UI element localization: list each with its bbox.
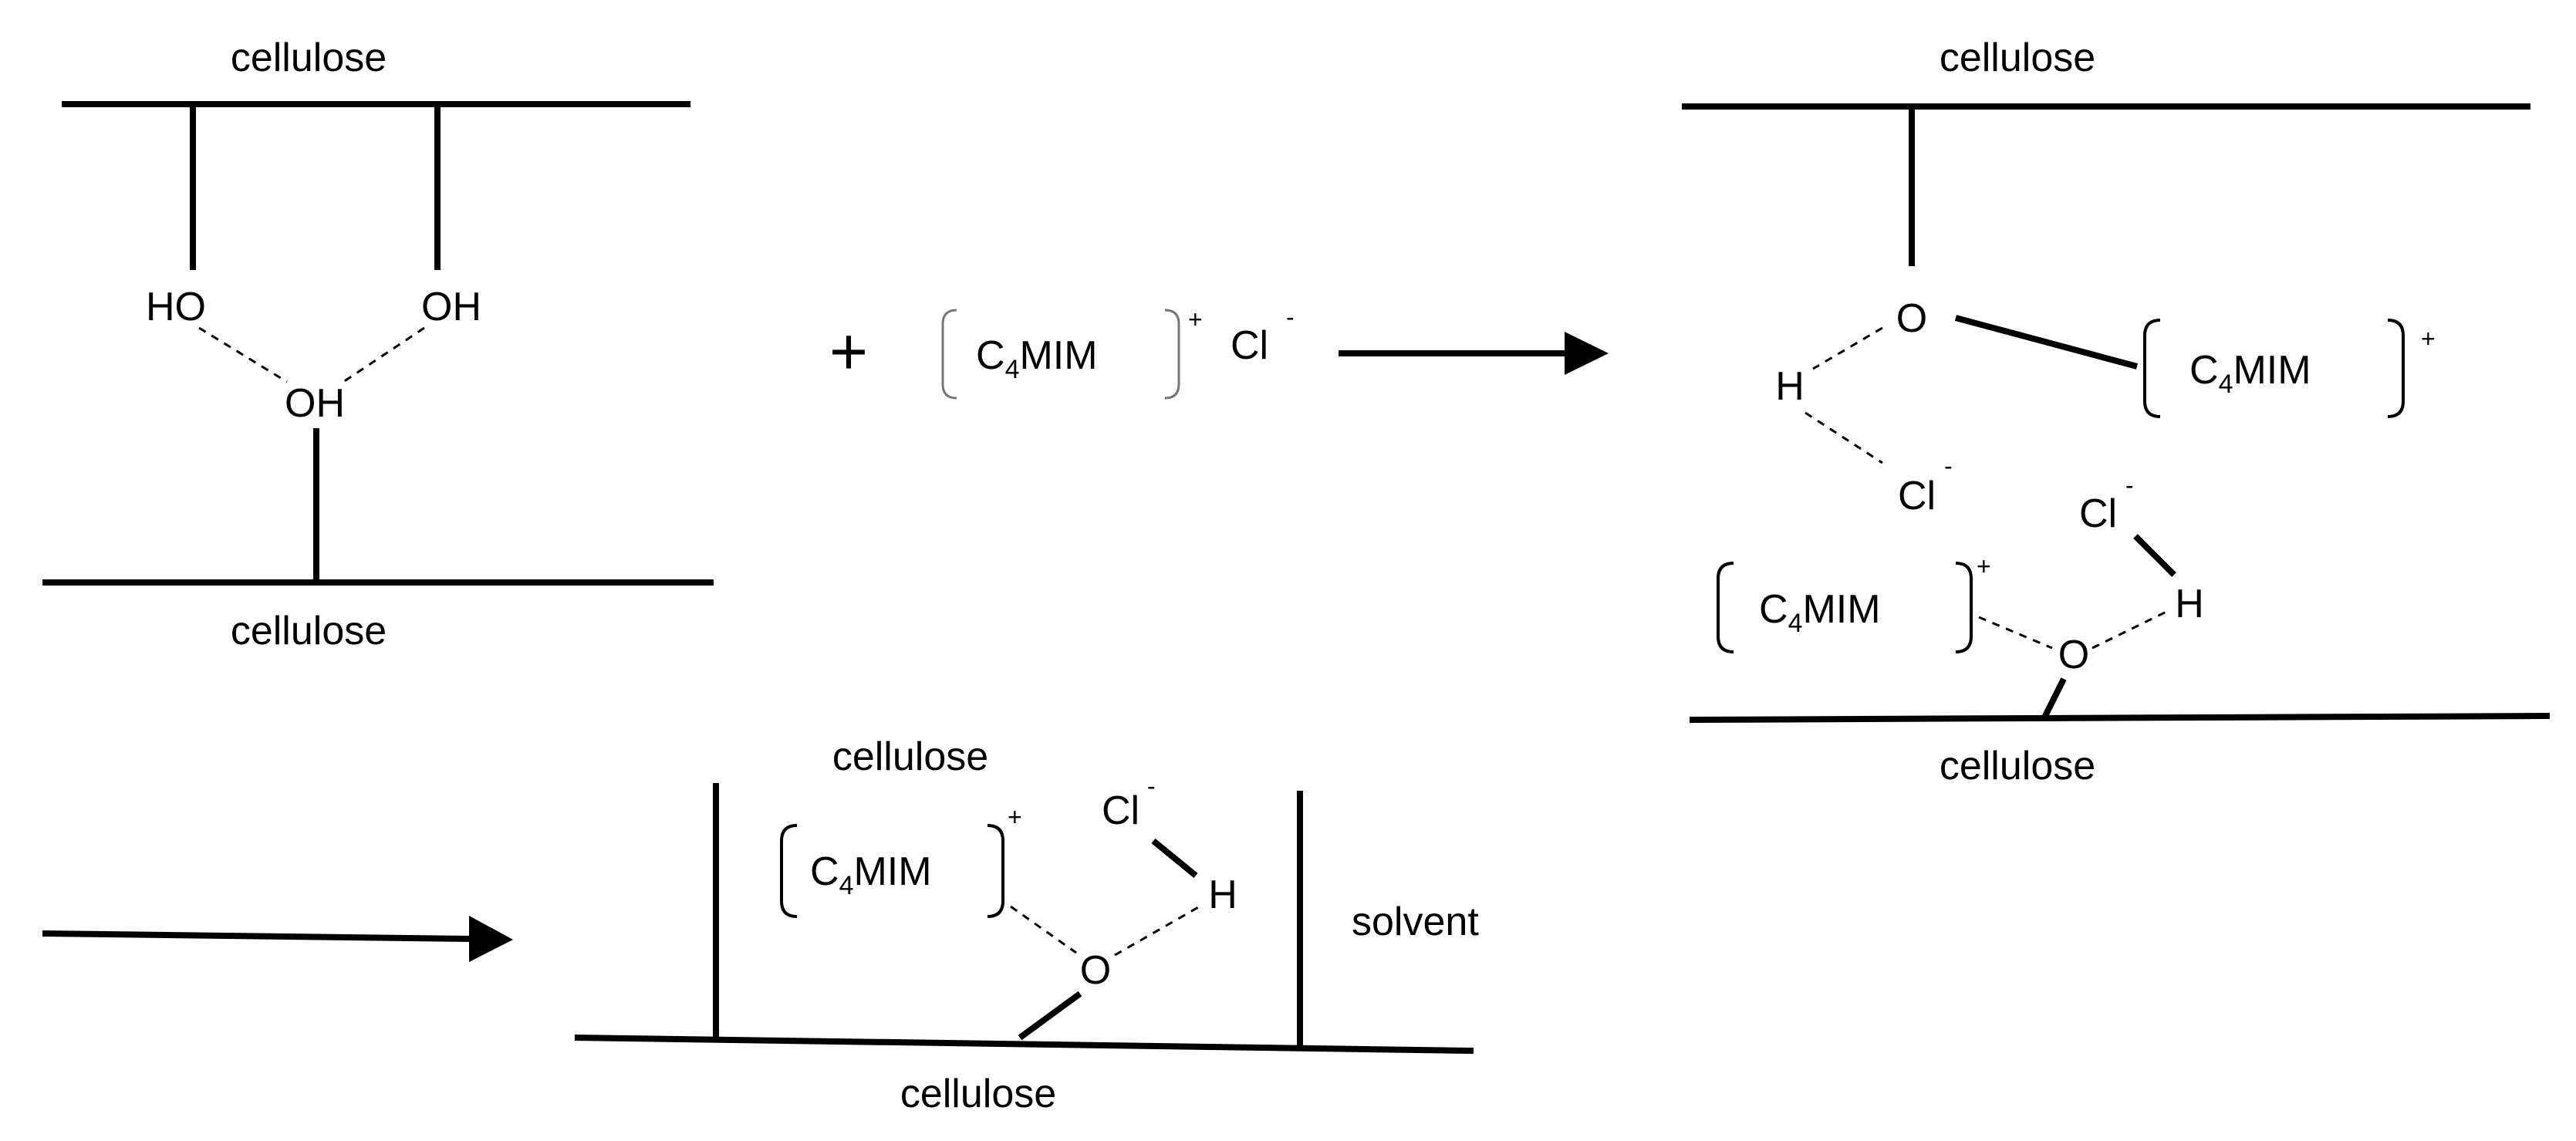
arrow-head-1 (1565, 332, 1609, 375)
chloride-charge: - (1286, 303, 1295, 331)
bracket-open (941, 309, 957, 400)
bond-o-to-cellulose-product (1018, 991, 1082, 1041)
plus-sign: + (829, 315, 868, 389)
cellulose-chain-product (574, 1035, 1474, 1054)
bracket-close-upper (2387, 319, 2405, 418)
cation-charge: + (1188, 306, 1203, 333)
hydrogen-bond-o-h-lower (2092, 609, 2169, 650)
cation-charge-lower: + (1977, 552, 1991, 580)
cellulose-chain-bottom-right (1689, 713, 2551, 723)
chloride-product: Cl (1102, 788, 1139, 833)
bond-cl-h (2133, 534, 2176, 577)
chloride-right: Cl (2079, 491, 2117, 536)
cation-charge-upper: + (2421, 325, 2436, 353)
cellulose-label-bottom-right: cellulose (1940, 744, 2095, 788)
oxygen-product: O (1080, 948, 1111, 993)
chloride-charge-middle: - (1944, 452, 1953, 480)
cellulose-label-bottom-left: cellulose (231, 609, 387, 653)
cellulose-label-top-right: cellulose (1940, 35, 2095, 80)
solvent-label: solvent (1352, 900, 1479, 944)
hydrogen-bond-product (1114, 905, 1200, 957)
hydroxyl-right: OH (421, 285, 481, 329)
oxygen-lower: O (2058, 633, 2089, 677)
bond-o-to-cellulose (2041, 677, 2067, 719)
hydroxyl-bottom: OH (285, 381, 345, 426)
cation-c4mim-upper: C4MIM (2189, 348, 2311, 399)
cation-c4mim: C4MIM (976, 333, 1098, 384)
cellulose-label-product-top: cellulose (832, 734, 988, 779)
bracket-open-product (780, 824, 798, 918)
bond-cl-h-product (1151, 838, 1198, 879)
panel-reactant-cellulose: cellulose HO OH OH cellulose (42, 35, 714, 653)
cation-c4mim-product: C4MIM (810, 849, 932, 900)
bracket-close (1164, 309, 1180, 400)
cellulose-label-top-left: cellulose (231, 35, 387, 80)
hydrogen-product: H (1208, 873, 1237, 917)
panel-intermediate: cellulose O C4MIM + H Cl - Cl - H C4MIM … (1682, 35, 2551, 788)
hydrogen-bond-o-h (1812, 326, 1883, 370)
chloride-middle: Cl (1898, 474, 1936, 518)
bond-o-to-cation (1954, 315, 2139, 370)
ion-dipole-product (1010, 905, 1077, 954)
arrow-head-2 (469, 916, 513, 962)
ion-dipole-cation-o (1978, 616, 2053, 650)
bracket-close-product (987, 824, 1004, 918)
hydroxyl-left: HO (146, 285, 206, 329)
hydrogen-bond-left (198, 326, 288, 383)
oxygen-upper: O (1896, 296, 1927, 341)
panel-product: cellulose C4MIM + Cl - H O cellulose sol… (574, 734, 1479, 1116)
chloride-charge-product: - (1147, 772, 1156, 800)
arrow-shaft-2 (42, 930, 471, 942)
hydrogen-upper: H (1775, 364, 1805, 409)
cation-charge-product: + (1008, 803, 1022, 831)
bracket-close-lower (1955, 562, 1973, 653)
cation-c4mim-lower: C4MIM (1759, 587, 1881, 638)
chloride-charge-right: - (2125, 471, 2134, 499)
cellulose-label-product-bottom: cellulose (900, 1072, 1056, 1116)
bracket-open-lower (1717, 562, 1734, 653)
reaction-arrow-1 (1339, 332, 1609, 375)
hydrogen-bond-h-cl (1805, 411, 1883, 464)
hydrogen-bond-right (343, 326, 425, 383)
ionic-liquid-reagent: + C4MIM + Cl - (829, 303, 1295, 400)
reaction-arrow-2 (42, 916, 513, 962)
chloride-anion: Cl (1231, 323, 1268, 368)
bracket-open-upper (2143, 319, 2161, 418)
hydrogen-lower: H (2175, 582, 2204, 626)
